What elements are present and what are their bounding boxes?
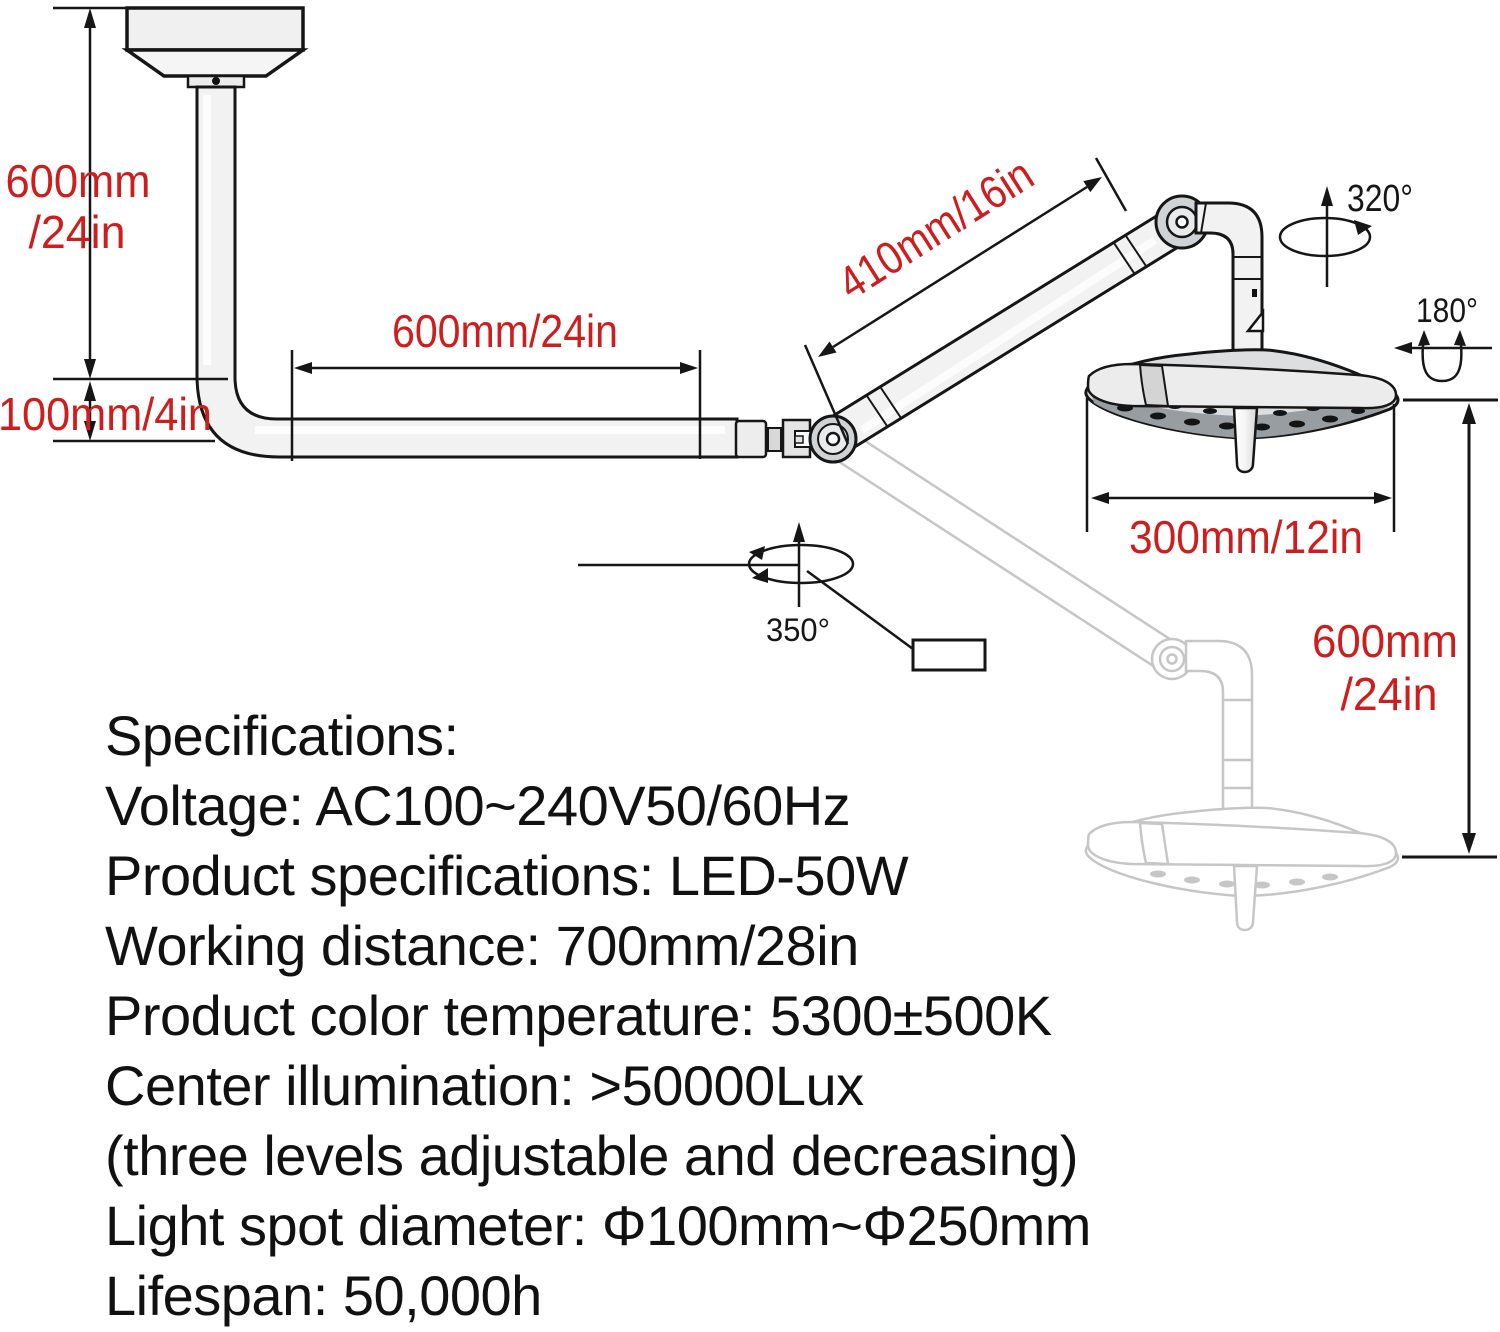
- dim-label-reach-24in: /24in: [1341, 668, 1438, 720]
- rotation-labels: 320° 180° 350°: [766, 178, 1478, 648]
- specifications-title: Specifications:: [105, 704, 459, 767]
- ceiling-mount: [53, 6, 309, 89]
- head-stem: [1194, 201, 1265, 354]
- rotation-label-320: 320°: [1347, 178, 1413, 220]
- dim-label-column-24in: /24in: [29, 206, 126, 258]
- rotation-label-350: 350°: [766, 612, 830, 648]
- spec-line-product-spec: Product specifications: LED-50W: [105, 844, 909, 907]
- ghost-spring-arm: [822, 424, 1181, 673]
- central-joint: [734, 418, 812, 459]
- rotation-symbol-350: [578, 522, 987, 672]
- canopy-box: [125, 6, 305, 52]
- spec-line-spot-diameter: Light spot diameter: Φ100mm~Φ250mm: [105, 1194, 1091, 1257]
- dim-label-horizontal-arm: 600mm/24in: [392, 305, 618, 357]
- dim-label-elbow-100mm: 100mm/4in: [0, 388, 212, 440]
- lamp-head-band: [1138, 363, 1170, 408]
- callout-box: [911, 638, 987, 672]
- lamp-head: [1084, 348, 1400, 474]
- spec-line-color-temperature: Product color temperature: 5300±500K: [105, 984, 1052, 1047]
- dim-label-head-diameter: 300mm/12in: [1129, 511, 1363, 563]
- specifications-block: Specifications: Voltage: AC100~240V50/60…: [105, 701, 1305, 1331]
- lamp-handle: [1232, 406, 1259, 474]
- rotation-symbol-320: [1278, 186, 1372, 287]
- ghost-lamp-position: [822, 424, 1400, 932]
- lower-pivot-joint: [808, 414, 858, 464]
- callout-leader: [806, 569, 914, 651]
- dim-label-column-600mm: 600mm: [6, 155, 151, 207]
- spec-line-lifespan: Lifespan: 50,000h: [105, 1264, 542, 1327]
- dim-label-spring-arm: 410mm/16in: [829, 148, 1043, 310]
- collar-bolt: [212, 77, 220, 85]
- rotation-symbol-180: [1394, 330, 1492, 383]
- lamp-head-underside: [1090, 390, 1394, 438]
- support-column-and-arm: [195, 85, 739, 459]
- dimension-lines: [53, 8, 1498, 859]
- spec-line-center-illumination: Center illumination: >50000Lux: [105, 1054, 864, 1117]
- spec-line-voltage: Voltage: AC100~240V50/60Hz: [105, 774, 851, 837]
- dim-label-reach-600mm: 600mm: [1312, 615, 1458, 667]
- rotation-label-180: 180°: [1416, 292, 1478, 330]
- spec-line-working-distance: Working distance: 700mm/28in: [105, 914, 859, 977]
- canopy-flange: [121, 48, 309, 78]
- spec-line-adjustable-note: (three levels adjustable and decreasing): [105, 1124, 1079, 1187]
- ghost-lamp-head: [1084, 806, 1400, 932]
